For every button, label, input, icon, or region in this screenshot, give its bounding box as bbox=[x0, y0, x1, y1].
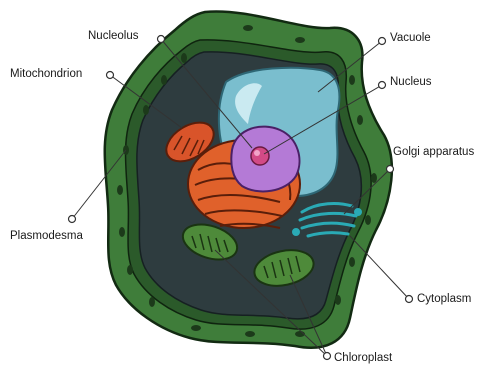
nucleus bbox=[231, 127, 299, 192]
label-cytoplasm: Cytoplasm bbox=[417, 293, 471, 306]
nucleolus bbox=[251, 147, 269, 165]
label-chloroplast: Chloroplast bbox=[334, 352, 392, 365]
label-mitochondrion: Mitochondrion bbox=[10, 68, 82, 81]
label-nucleolus: Nucleolus bbox=[88, 30, 139, 43]
label-golgi-apparatus: Golgi apparatus bbox=[393, 146, 474, 159]
label-plasmodesma: Plasmodesma bbox=[10, 230, 83, 243]
label-nucleus: Nucleus bbox=[390, 76, 432, 89]
label-vacuole: Vacuole bbox=[390, 32, 431, 45]
